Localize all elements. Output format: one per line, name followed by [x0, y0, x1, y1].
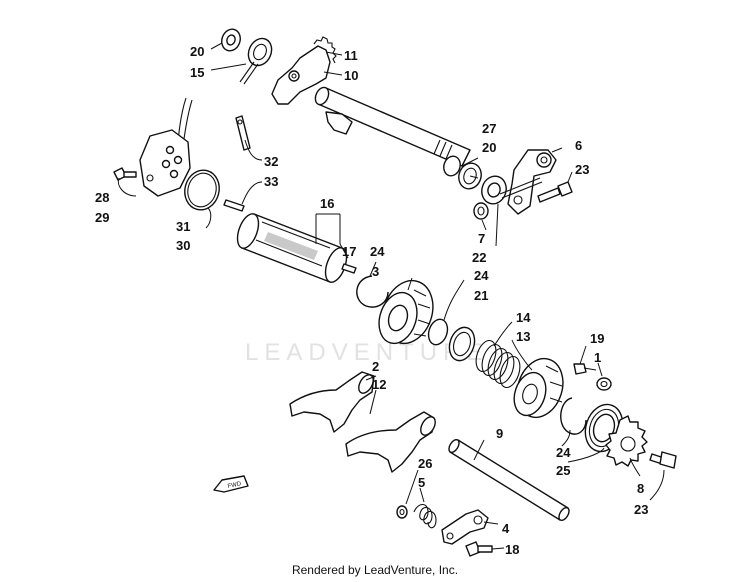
- spring-part-15: [239, 37, 273, 85]
- callout-32: 32: [264, 154, 278, 169]
- circlip-part-24-b: [427, 318, 449, 346]
- washer-part-26: [396, 505, 408, 519]
- leader-lines: [117, 42, 665, 550]
- callout-26: 26: [418, 456, 432, 471]
- callout-24-c: 24: [556, 445, 571, 460]
- callout-15: 15: [190, 65, 204, 80]
- callout-20: 20: [190, 44, 204, 59]
- bolt-part-18: [465, 541, 493, 557]
- circlip-part-24-c: [560, 397, 587, 435]
- callout-3: 3: [372, 264, 379, 279]
- shift-shaft-part: [314, 86, 471, 167]
- callout-16: 16: [320, 196, 334, 211]
- callout-19: 19: [590, 331, 604, 346]
- callout-22: 22: [472, 250, 486, 265]
- callout-20-b: 20: [482, 140, 496, 155]
- bushing-part-7: [473, 202, 489, 220]
- lever-part-4: [441, 509, 489, 545]
- gear-part-13: [513, 357, 564, 419]
- callout-labels: 20 15 11 10 32 33 28 29 31 30 16 17 27 2…: [95, 44, 648, 557]
- pin-part-33: [223, 199, 245, 212]
- callout-30: 30: [176, 238, 190, 253]
- callout-27: 27: [482, 121, 496, 136]
- callout-28: 28: [95, 190, 109, 205]
- callout-7: 7: [478, 231, 485, 246]
- shift-drum-part-16: [236, 213, 357, 283]
- fwd-arrow-icon: FWD: [213, 475, 249, 493]
- callout-8: 8: [637, 481, 644, 496]
- bolt-part-23-a: [537, 181, 573, 203]
- gear-part-3: [378, 279, 434, 345]
- shift-fork-part-12: [345, 411, 436, 473]
- callout-4: 4: [502, 521, 510, 536]
- washer-part-27: [443, 155, 461, 177]
- callout-25: 25: [556, 463, 570, 478]
- fwd-label: FWD: [227, 481, 242, 490]
- callout-6: 6: [575, 138, 582, 153]
- washer-part-21: [448, 326, 476, 362]
- callout-5: 5: [418, 475, 425, 490]
- callout-13: 13: [516, 329, 530, 344]
- callout-33: 33: [264, 174, 278, 189]
- callout-24-b: 24: [474, 268, 489, 283]
- callout-21: 21: [474, 288, 488, 303]
- bearing-part-22: [481, 175, 507, 205]
- watermark: LEADVENTURE: [245, 339, 488, 366]
- bolt-part-23-b: [649, 451, 677, 469]
- callout-18: 18: [505, 542, 519, 557]
- pin-part-32: [235, 115, 251, 151]
- callout-10: 10: [344, 68, 358, 83]
- callout-1: 1: [594, 350, 601, 365]
- fork-shaft-part-9: [448, 438, 570, 522]
- spring-part-5: [413, 503, 437, 529]
- footer-credit: Rendered by LeadVenture, Inc.: [291, 563, 459, 577]
- callout-29: 29: [95, 210, 109, 225]
- washer-part-20: [221, 28, 241, 52]
- bolt-part-28: [113, 167, 137, 181]
- nut-part-1: [596, 377, 612, 391]
- callout-23: 23: [575, 162, 589, 177]
- callout-12: 12: [372, 377, 386, 392]
- callout-24: 24: [370, 244, 385, 259]
- star-cam-part-8: [605, 415, 648, 467]
- callout-2: 2: [372, 359, 379, 374]
- cover-plate-part: [139, 97, 193, 197]
- callout-9: 9: [496, 426, 503, 441]
- circlip-part-24: [356, 275, 389, 308]
- callout-31: 31: [176, 219, 190, 234]
- bolt-part-19: [573, 363, 597, 375]
- callout-11: 11: [344, 48, 358, 63]
- shift-fork-part-2: [289, 371, 375, 433]
- callout-17: 17: [342, 244, 356, 259]
- shift-arm-part-10-11: [271, 36, 337, 105]
- spring-part-14: [475, 339, 521, 389]
- o-ring-part-31: [184, 169, 220, 211]
- stopper-lever-part-6: [499, 149, 557, 215]
- callout-14: 14: [516, 310, 531, 325]
- callout-23-b: 23: [634, 502, 648, 517]
